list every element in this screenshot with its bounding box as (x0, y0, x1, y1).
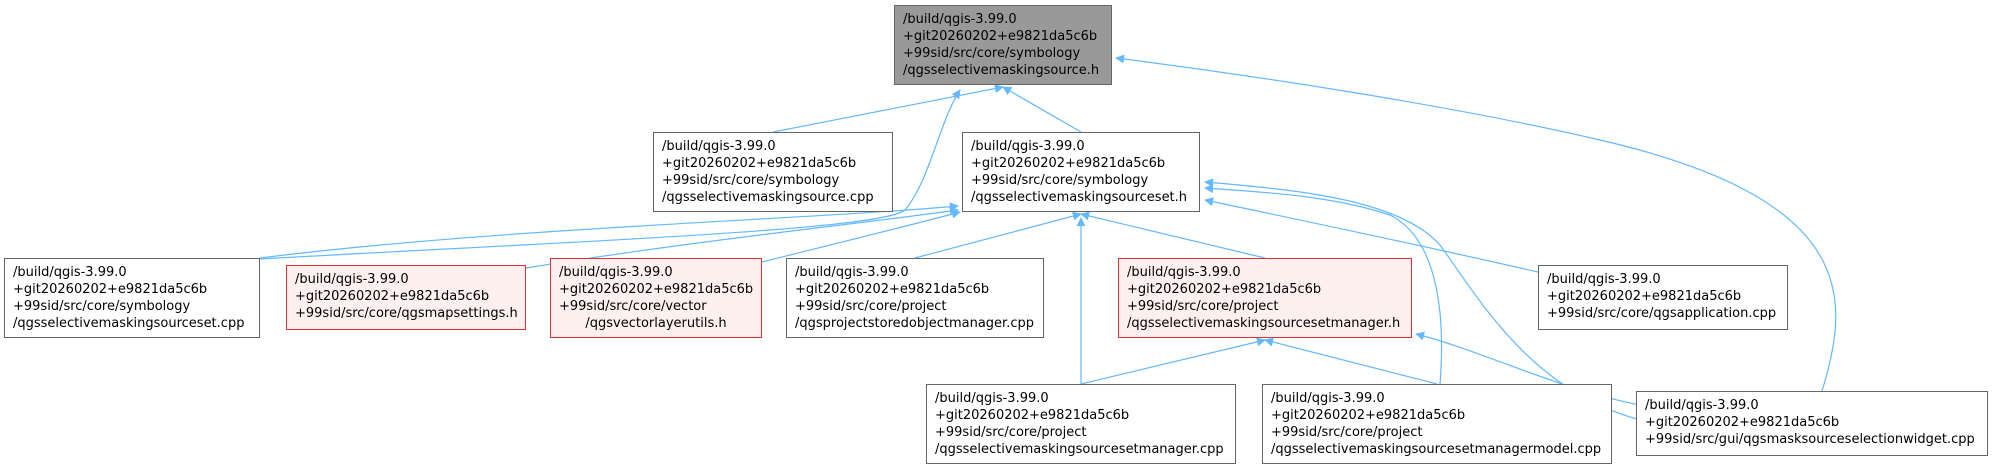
node-label-line: /build/qgis-3.99.0 (935, 391, 1049, 406)
node-label-line: /qgsselectivemaskingsourcesetmanager.h (1127, 316, 1401, 331)
node-label-line: +99sid/src/core/qgsmapsettings.h (295, 306, 518, 321)
node-vectorlayerutils-h[interactable]: /build/qgis-3.99.0 +git20260202+e9821da5c… (550, 258, 762, 338)
node-label-line: /qgsselectivemaskingsourcesetmanagermode… (1271, 442, 1602, 457)
node-label-line: +git20260202+e9821da5c6b (903, 29, 1098, 44)
node-label-line: +99sid/src/core/project (795, 299, 947, 314)
edge-vectorlayerutils_h-to-set_h (761, 209, 961, 263)
node-label-line: /qgsselectivemaskingsourceset.cpp (13, 316, 245, 331)
edge-setmgrmodel_cpp-to-setmgr_h (1264, 337, 1438, 385)
node-label-line: /qgsprojectstoredobjectmanager.cpp (795, 316, 1034, 331)
node-setmgr-cpp[interactable]: /build/qgis-3.99.0 +git20260202+e9821da5c… (926, 384, 1236, 464)
edge-widget_cpp-to-set_h (1204, 178, 1641, 421)
node-root: /build/qgis-3.99.0 +git20260202+e9821da5c… (894, 5, 1112, 85)
node-label-line: /build/qgis-3.99.0 (903, 12, 1017, 27)
node-set-h[interactable]: /build/qgis-3.99.0 +git20260202+e9821da5c… (962, 132, 1200, 212)
edge-setmgr_cpp-to-setmgr_h (1080, 337, 1266, 385)
node-label-line: /build/qgis-3.99.0 (559, 265, 673, 280)
node-label-line: +99sid/src/core/project (935, 425, 1087, 440)
edge-mapsettings_h-to-set_h (525, 206, 959, 269)
node-label-line: +git20260202+e9821da5c6b (971, 156, 1166, 171)
edge-widget_cpp-to-root (1115, 54, 1837, 392)
node-label-line: +99sid/src/core/symbology (662, 173, 840, 188)
edge-src_cpp-to-root (772, 84, 1004, 133)
node-label-line: +git20260202+e9821da5c6b (13, 282, 208, 297)
node-label-line: /build/qgis-3.99.0 (1271, 391, 1385, 406)
node-label-line: +git20260202+e9821da5c6b (559, 282, 754, 297)
edge-set_h-to-root (1002, 86, 1082, 133)
node-widget-cpp[interactable]: /build/qgis-3.99.0 +git20260202+e9821da5c… (1636, 391, 1988, 456)
node-label-line: +99sid/src/core/symbology (13, 299, 191, 314)
node-label-line: +99sid/src/gui/qgsmasksourceselectionwid… (1645, 432, 1975, 447)
node-label-line: +git20260202+e9821da5c6b (1127, 282, 1322, 297)
node-label-line: +git20260202+e9821da5c6b (795, 282, 990, 297)
node-label-line: +99sid/src/core/project (1127, 299, 1279, 314)
edge-setmgr_h-to-set_h (1080, 211, 1266, 259)
node-app-cpp[interactable]: /build/qgis-3.99.0 +git20260202+e9821da5c… (1538, 265, 1788, 330)
node-label-line: /qgsselectivemaskingsourceset.h (971, 190, 1188, 205)
node-setmgrmodel-cpp[interactable]: /build/qgis-3.99.0 +git20260202+e9821da5c… (1262, 384, 1612, 464)
node-label-line: +99sid/src/core/qgsapplication.cpp (1547, 306, 1777, 321)
edge-set_cpp-to-root (259, 89, 961, 260)
edge-storedobj_cpp-to-set_h (914, 211, 1082, 259)
node-label-line: +99sid/src/core/project (1271, 425, 1423, 440)
node-label-line: +99sid/src/core/symbology (971, 173, 1149, 188)
node-label-line: /build/qgis-3.99.0 (1547, 272, 1661, 287)
node-label-line: /qgsselectivemaskingsource.cpp (662, 190, 874, 205)
node-label-line: +git20260202+e9821da5c6b (662, 156, 857, 171)
node-label-line: /qgsselectivemaskingsourcesetmanager.cpp (935, 442, 1224, 457)
node-label-line: /build/qgis-3.99.0 (13, 265, 127, 280)
edge-app_cpp-to-set_h (1204, 197, 1539, 273)
node-label-line: +git20260202+e9821da5c6b (1645, 415, 1840, 430)
node-label-line: +git20260202+e9821da5c6b (1547, 289, 1742, 304)
node-label-line: /build/qgis-3.99.0 (1645, 398, 1759, 413)
node-label-line: /qgsvectorlayerutils.h (585, 316, 727, 331)
node-mapsettings-h[interactable]: /build/qgis-3.99.0 +git20260202+e9821da5c… (286, 265, 526, 330)
node-setmgr-h[interactable]: /build/qgis-3.99.0 +git20260202+e9821da5c… (1118, 258, 1412, 338)
node-label-line: +git20260202+e9821da5c6b (1271, 408, 1466, 423)
node-label-line: +99sid/src/core/vector (559, 299, 707, 314)
edge-setmgrmodel_cpp-to-set_h (1204, 184, 1443, 385)
node-label-line: /build/qgis-3.99.0 (971, 139, 1085, 154)
node-label-line: /build/qgis-3.99.0 (662, 139, 776, 154)
node-label-line: /qgsselectivemaskingsource.h (903, 63, 1100, 78)
node-label-line: +git20260202+e9821da5c6b (295, 289, 490, 304)
node-label-line: /build/qgis-3.99.0 (1127, 265, 1241, 280)
node-storedobj-cpp[interactable]: /build/qgis-3.99.0 +git20260202+e9821da5c… (786, 258, 1044, 338)
node-label-line: +git20260202+e9821da5c6b (935, 408, 1130, 423)
node-label-line: /build/qgis-3.99.0 (795, 265, 909, 280)
node-src-cpp[interactable]: /build/qgis-3.99.0 +git20260202+e9821da5c… (653, 132, 893, 212)
node-label-line: /build/qgis-3.99.0 (295, 272, 409, 287)
edge-set_cpp-to-set_h (259, 202, 959, 259)
node-set-cpp[interactable]: /build/qgis-3.99.0 +git20260202+e9821da5c… (4, 258, 260, 338)
node-label-line: +99sid/src/core/symbology (903, 46, 1081, 61)
